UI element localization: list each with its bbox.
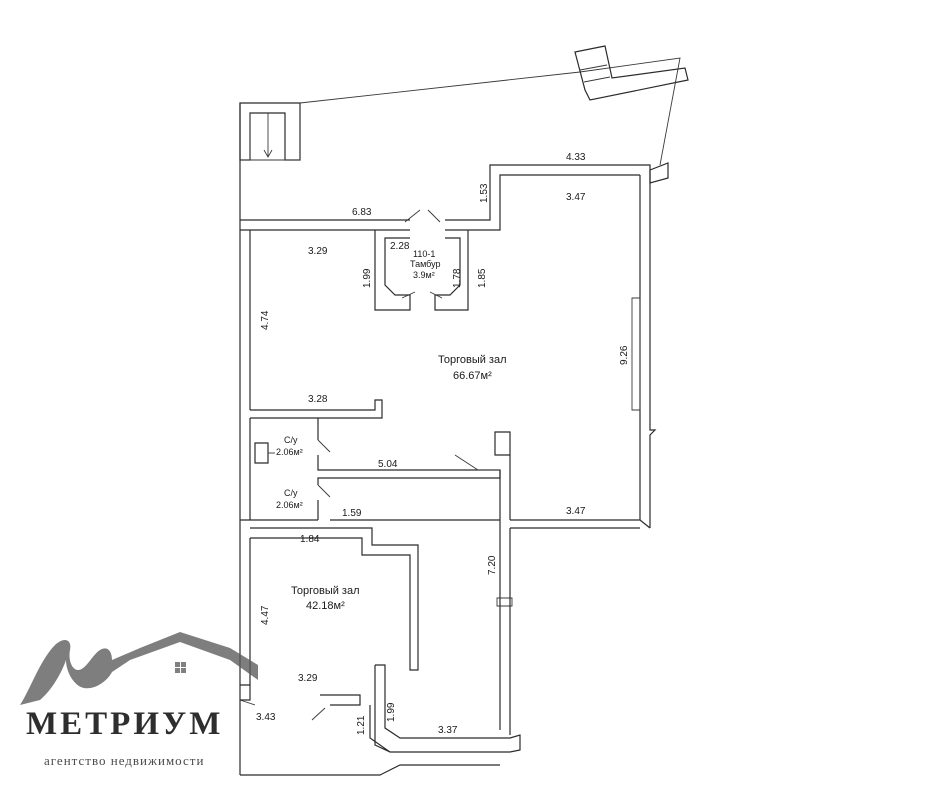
dim-partition-upper: 3.28 (308, 394, 328, 405)
vestibule-code: 110-1 (413, 249, 435, 259)
hall-small-area: 42.18м² (306, 600, 345, 612)
hall-main-name: Торговый зал (438, 354, 507, 366)
dim-left-wall-upper: 4.74 (260, 310, 271, 330)
dim-corridor: 5.04 (378, 459, 398, 470)
wc-2-name: С/у (284, 488, 298, 498)
logo-mark (20, 632, 258, 705)
right-wall (639, 175, 657, 528)
dim-recess-step: 1.53 (479, 183, 490, 203)
hall-small-name: Торговый зал (291, 585, 360, 597)
dim-bottom-step-b: 1.21 (356, 715, 367, 735)
wc-1-name: С/у (284, 435, 298, 445)
middle-wall (499, 455, 651, 730)
wc-1-area: 2.06м² (276, 447, 303, 457)
vestibule-area: 3.9м² (413, 270, 435, 280)
dimensions: 4.33 3.47 6.83 3.29 1.53 2.28 1.99 1.78 … (256, 152, 630, 736)
logo: МЕТРИУМ агентство недвижимости (20, 632, 258, 768)
house-window-icon (175, 662, 186, 673)
dim-bottom-step-a: 1.99 (386, 702, 397, 722)
dim-right-wall: 9.26 (619, 345, 630, 365)
dim-vestibule-outer-right: 1.85 (477, 268, 488, 288)
hall-main-area: 66.67м² (453, 370, 492, 382)
dim-top-left-outer: 6.83 (352, 207, 372, 218)
dim-bottom-left-upper: 3.29 (298, 673, 318, 684)
dim-vestibule-right: 1.78 (452, 268, 463, 288)
walls (239, 45, 689, 776)
dim-small-hall-top: 1.84 (300, 534, 320, 545)
dim-bottom-right-lower: 3.37 (438, 725, 458, 736)
dim-wc-bottom: 1.59 (342, 508, 362, 519)
stair-left (239, 102, 301, 161)
dim-top-right-outer: 4.33 (566, 152, 586, 163)
logo-name: МЕТРИУМ (26, 706, 223, 742)
dim-middle-wall: 7.20 (487, 555, 498, 575)
dim-vestibule-left: 1.99 (362, 268, 373, 288)
dim-top-left-inner: 3.29 (308, 246, 328, 257)
room-labels: 110-1 Тамбур 3.9м² Торговый зал 66.67м² … (276, 249, 507, 612)
wc-2-area: 2.06м² (276, 500, 303, 510)
logo-tagline: агентство недвижимости (44, 753, 204, 768)
dim-bottom-right: 3.47 (566, 506, 586, 517)
dim-top-right-inner: 3.47 (566, 192, 586, 203)
stair-right (574, 45, 689, 101)
dim-left-wall-lower: 4.47 (260, 605, 271, 625)
vestibule-walls (374, 230, 411, 311)
vestibule-name: Тамбур (410, 259, 441, 269)
dim-vestibule-width: 2.28 (390, 241, 410, 252)
dim-bottom-left-lower: 3.43 (256, 712, 276, 723)
wc-block (249, 418, 501, 520)
